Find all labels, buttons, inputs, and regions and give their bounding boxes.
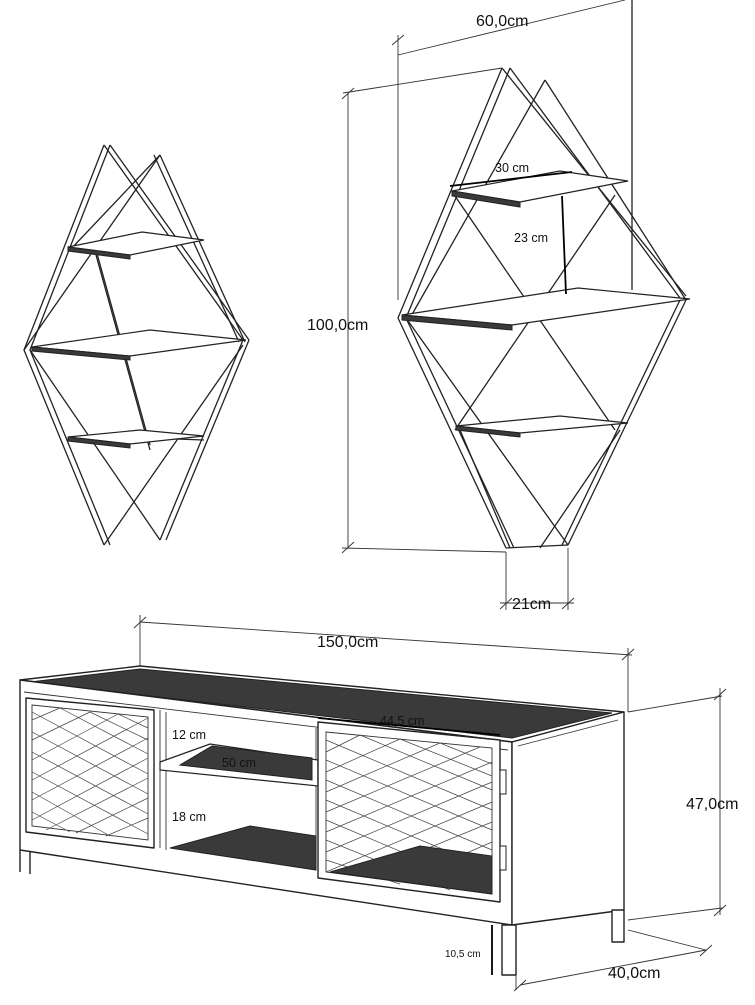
shelf-spacing-marker: 23 cm	[514, 195, 567, 295]
upper-opening-label: 12 cm	[172, 728, 206, 742]
bottom-panel	[169, 825, 317, 871]
shelf-depth-label: 21cm	[512, 596, 551, 613]
shelf-height-dimension: 100,0cm	[307, 67, 507, 554]
leg-height-label: 10,5 cm	[445, 949, 481, 960]
tv-depth-dimension: 40,0cm	[513, 929, 713, 992]
shelf-height-label: 100,0cm	[307, 317, 368, 334]
middle-shelf-width-label: 50 cm	[222, 756, 256, 770]
tv-width-dimension: 150,0cm	[133, 615, 635, 712]
tv-unit-legs: 10,5 cm	[19, 850, 625, 976]
tv-height-dimension: 47,0cm	[627, 688, 738, 921]
right-shelf-frame	[397, 0, 687, 549]
shelf-width-label: 60,0cm	[476, 13, 528, 30]
tv-width-label: 150,0cm	[317, 634, 378, 651]
left-shelf-boards	[31, 231, 247, 449]
tv-depth-label: 40,0cm	[608, 965, 660, 982]
tv-height-label: 47,0cm	[686, 796, 738, 813]
right-hexagonal-shelf: 60,0cm 100,0cm 21cm 30 cm 23 cm	[307, 0, 691, 613]
lower-opening-label: 18 cm	[172, 810, 206, 824]
left-hexagonal-shelf	[23, 144, 250, 546]
shelf-board-width-marker: 30 cm	[449, 161, 573, 187]
right-shelf-boards	[401, 170, 691, 438]
tv-unit-right-door: 44,5 cm	[317, 714, 507, 903]
door-width-label: 44,5 cm	[380, 714, 424, 728]
shelf-width-dimension: 60,0cm	[391, 0, 626, 300]
shelf-spacing-label: 23 cm	[514, 231, 548, 245]
shelf-board-width-label: 30 cm	[495, 161, 529, 175]
shelf-depth-dimension: 21cm	[499, 548, 575, 613]
tv-unit-left-door	[25, 697, 155, 849]
tv-unit: 12 cm 50 cm 18 cm 44,5 cm	[19, 615, 738, 992]
tv-unit-side	[511, 711, 625, 926]
left-door-mesh	[31, 707, 149, 837]
tv-unit-open-compartment: 12 cm 50 cm 18 cm	[159, 710, 319, 871]
